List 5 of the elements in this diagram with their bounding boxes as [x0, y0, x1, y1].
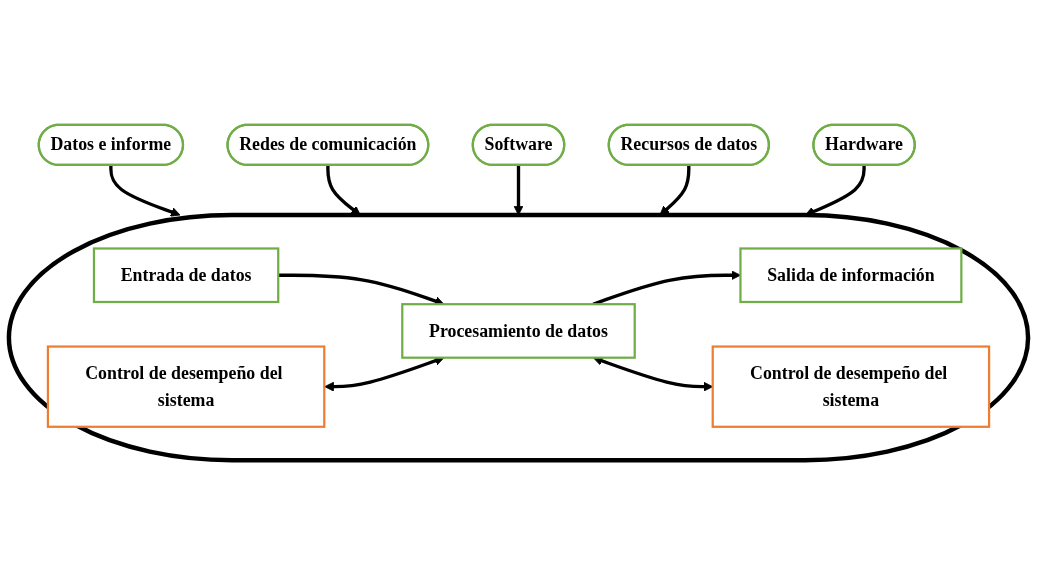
- node-box: Control de desempeño del sistema: [46, 345, 326, 428]
- node-box: Procesamiento de datos: [401, 303, 636, 359]
- node-box: Salida de información: [739, 247, 963, 304]
- node-box: Control de desempeño del sistema: [711, 345, 991, 428]
- node-box: Entrada de datos: [92, 247, 280, 304]
